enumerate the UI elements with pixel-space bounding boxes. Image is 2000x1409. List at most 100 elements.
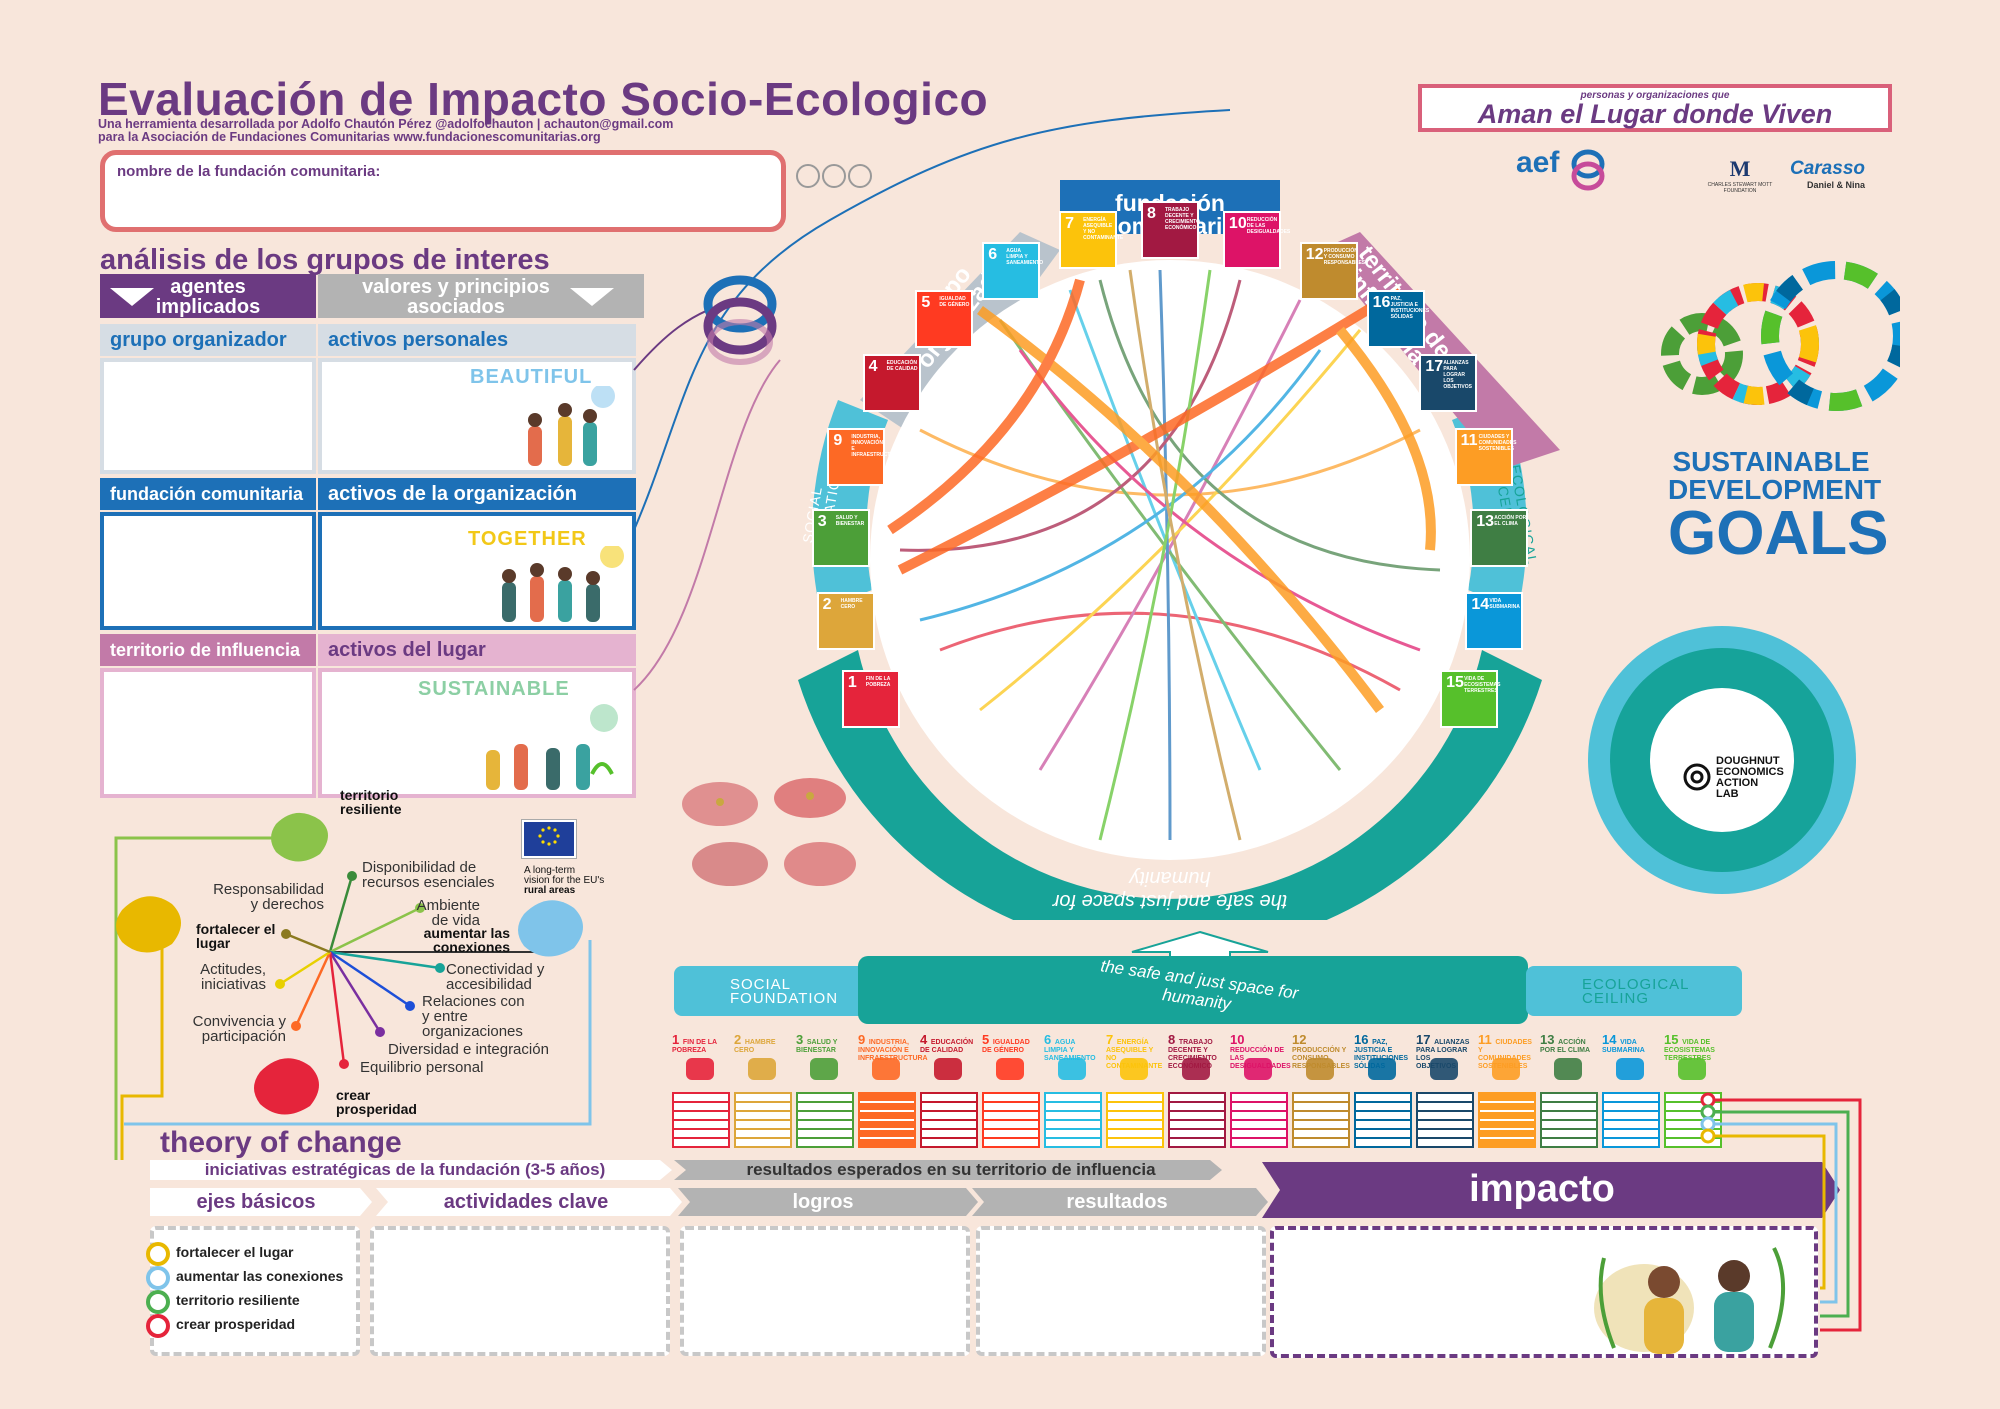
asset-label-personales: activos personales xyxy=(318,324,636,356)
sdg-grid-14[interactable] xyxy=(1602,1092,1660,1148)
doughnut-band-social: SOCIAL FOUNDATION xyxy=(674,966,874,1016)
sdg-grid-3[interactable] xyxy=(796,1092,854,1148)
page-subtitle: Una herramienta desarrollada por Adolfo … xyxy=(98,118,673,144)
legend-ring-aumentar xyxy=(146,1266,170,1290)
cc-license-icon xyxy=(794,162,876,190)
sdg-grid-5[interactable] xyxy=(982,1092,1040,1148)
sdg-row-icon-14 xyxy=(1616,1058,1644,1080)
legend-crear: crear prosperidad xyxy=(176,1316,296,1332)
legend-fortalecer: fortalecer el lugar xyxy=(176,1244,294,1260)
agent-cell-fundacion[interactable] xyxy=(100,512,316,630)
toc-resultados-esperados: resultados esperados en su territorio de… xyxy=(746,1160,1156,1179)
asset-cell-personales[interactable]: BEAUTIFUL xyxy=(318,358,636,474)
asset-cell-organizacion[interactable]: TOGETHER xyxy=(318,512,636,630)
sdg-grid-12[interactable] xyxy=(1292,1092,1350,1148)
sdg-grid-16[interactable] xyxy=(1354,1092,1412,1148)
actividades-clave-box[interactable] xyxy=(370,1226,670,1356)
sdg-grid-13[interactable] xyxy=(1540,1092,1598,1148)
toc-logros: logros xyxy=(792,1191,854,1213)
radial-item-responsabilidad: Responsabilidad y derechos xyxy=(213,881,324,913)
sdg-grid-11[interactable] xyxy=(1478,1092,1536,1148)
sdg-row-icon-11 xyxy=(1492,1058,1520,1080)
sdg-row-icon-15 xyxy=(1678,1058,1706,1080)
subtitle-line-2: para la Asociación de Fundaciones Comuni… xyxy=(98,130,601,144)
toc-arrows xyxy=(150,1160,1268,1216)
agent-label-grupo-organizador: grupo organizador xyxy=(100,324,316,356)
sdg-grid-10[interactable] xyxy=(1230,1092,1288,1148)
together-illustration xyxy=(482,544,632,631)
sdg-row-icon-16 xyxy=(1368,1058,1396,1080)
sdg-row-label-5: 5 IGUALDAD DE GÉNERO xyxy=(982,1032,1030,1054)
sdg-row-icon-5 xyxy=(996,1058,1024,1080)
column-header-agentes[interactable]: agentes implicados xyxy=(100,274,316,318)
resultados-box[interactable] xyxy=(976,1226,1266,1356)
impact-connectors xyxy=(1700,1092,1862,1332)
sdg-grid-8[interactable] xyxy=(1168,1092,1226,1148)
doughnut-band-center: the safe and just space for humanity xyxy=(858,956,1528,1024)
sdg-row-label-3: 3 SALUD Y BIENESTAR xyxy=(796,1032,838,1054)
foundation-name-label: nombre de la fundación comunitaria: xyxy=(117,163,381,180)
radial-item-actitudes: Actitudes, iniciativas xyxy=(200,961,266,993)
radial-item-ambiente: Ambiente de vida xyxy=(416,897,480,929)
page-title: Evaluación de Impacto Socio-Ecologico xyxy=(98,73,989,125)
sdg-row-label-2: 2 HAMBRE CERO xyxy=(734,1032,776,1054)
sdg-row-icon-13 xyxy=(1554,1058,1582,1080)
word-together: TOGETHER xyxy=(468,528,587,550)
logros-box[interactable] xyxy=(680,1226,970,1356)
mott-logo: M CHARLES STEWART MOTT FOUNDATION xyxy=(1707,156,1773,194)
asset-label-organizacion: activos de la organización xyxy=(318,478,636,510)
sustainable-illustration xyxy=(472,704,632,799)
node-crear-prosperidad: crear prosperidad xyxy=(336,1087,417,1117)
node-aumentar-conexiones: aumentar las conexiones xyxy=(423,925,510,955)
sdg-row-icon-2 xyxy=(748,1058,776,1080)
sdg-logo-text: SUSTAINABLE DEVELOPMENT GOALS xyxy=(1668,446,1889,568)
toc-iniciativas: iniciativas estratégicas de la fundación… xyxy=(204,1160,606,1179)
agent-cell-grupo-organizador[interactable] xyxy=(100,358,316,474)
hands-illustration xyxy=(660,764,880,909)
sdg-row-label-14: 14 VIDA SUBMARINA xyxy=(1602,1032,1645,1054)
sdg-grid-1[interactable] xyxy=(672,1092,730,1148)
sdg-row-icon-9 xyxy=(872,1058,900,1080)
agent-cell-territorio[interactable] xyxy=(100,668,316,798)
word-sustainable: SUSTAINABLE xyxy=(418,678,570,700)
toc-impacto-label: impacto xyxy=(1469,1168,1615,1210)
radial-item-conectividad: Conectividad y accesibilidad xyxy=(446,961,545,993)
sdg-row-icon-10 xyxy=(1244,1058,1272,1080)
sdg-grid-15[interactable] xyxy=(1664,1092,1722,1148)
link-rings-icon xyxy=(690,264,790,379)
beautiful-illustration xyxy=(498,384,628,475)
sdg-grid-7[interactable] xyxy=(1106,1092,1164,1148)
asset-cell-lugar[interactable]: SUSTAINABLE xyxy=(318,668,636,798)
toc-actividades-clave: actividades clave xyxy=(443,1191,609,1213)
sdg-grid-4[interactable] xyxy=(920,1092,978,1148)
sdg-grid-17[interactable] xyxy=(1416,1092,1474,1148)
sdg-grid-6[interactable] xyxy=(1044,1092,1102,1148)
ejes-basicos-box[interactable] xyxy=(150,1226,360,1356)
legend-ring-territorio xyxy=(146,1290,170,1314)
foundation-name-field[interactable]: nombre de la fundación comunitaria: xyxy=(100,150,786,232)
radial-item-disponibilidad: Disponibilidad de recursos esenciales xyxy=(362,859,495,891)
sdg-grid-2[interactable] xyxy=(734,1092,792,1148)
radial-item-diversidad: Diversidad e integración xyxy=(388,1041,549,1058)
carasso-logo: Carasso Daniel & Nina xyxy=(1790,158,1865,190)
column-header-valores[interactable]: valores y principios asociados xyxy=(318,274,644,318)
node-territorio-resiliente: territorio resiliente xyxy=(340,787,402,817)
sdg-row-label-1: 1 FIN DE LA POBREZA xyxy=(672,1032,717,1054)
analysis-title: análisis de los grupos de interes xyxy=(100,244,550,276)
impacto-box[interactable] xyxy=(1270,1226,1818,1358)
sdg-grid-9[interactable] xyxy=(858,1092,916,1148)
sdg-wheel-icon xyxy=(1640,254,1911,439)
